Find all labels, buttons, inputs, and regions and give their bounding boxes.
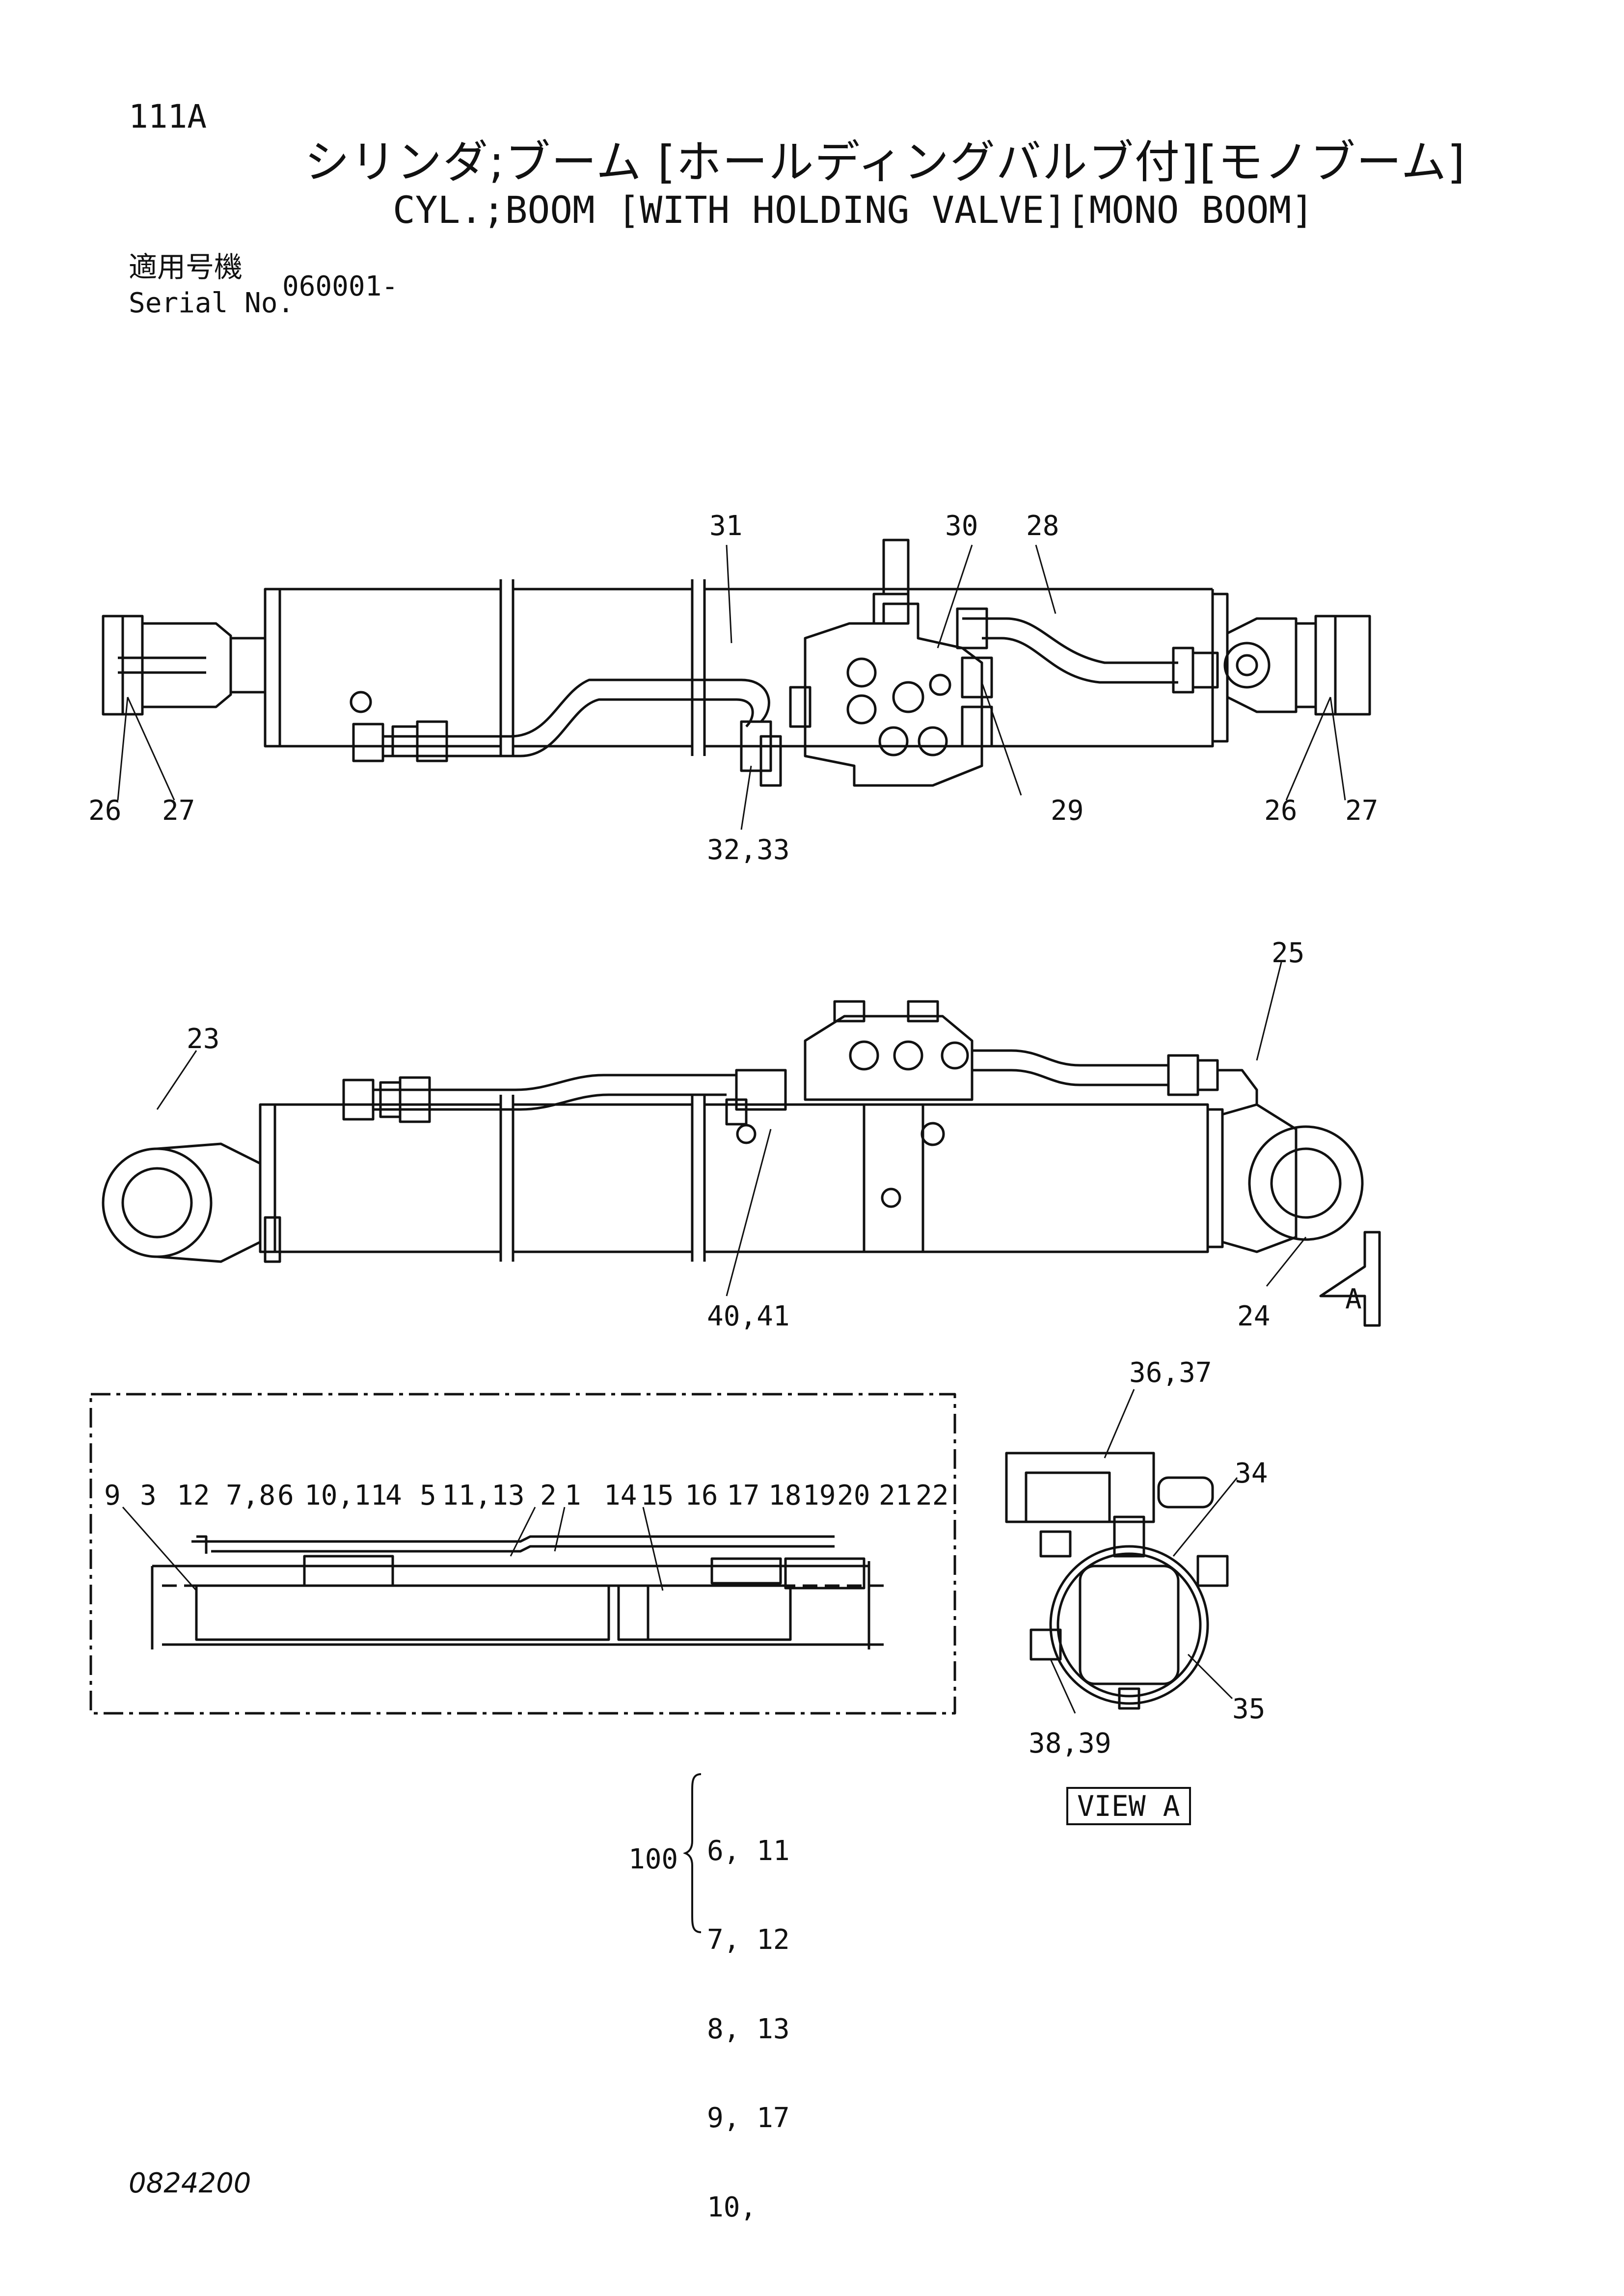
callout-23: 23 bbox=[187, 1023, 219, 1055]
cylinder-top-view bbox=[102, 539, 1371, 787]
callout-15: 15 bbox=[641, 1480, 674, 1512]
kit-brace bbox=[683, 1773, 702, 1933]
kit-item: 6, 11 bbox=[707, 1835, 790, 1867]
callout-35: 35 bbox=[1232, 1693, 1265, 1725]
callout-27-left: 27 bbox=[162, 795, 195, 827]
document-number: 0824200 bbox=[129, 2167, 251, 2199]
callout-29: 29 bbox=[1051, 795, 1083, 827]
title-english: CYL.;BOOM [WITH HOLDING VALVE][MONO BOOM… bbox=[393, 188, 1314, 232]
callout-2: 2 bbox=[540, 1480, 557, 1512]
serial-label-english: Serial No. bbox=[129, 287, 295, 319]
serial-value: 060001- bbox=[282, 270, 399, 302]
callout-19: 19 bbox=[803, 1480, 836, 1512]
callout-14: 14 bbox=[604, 1480, 637, 1512]
callout-21: 21 bbox=[879, 1480, 912, 1512]
callout-27-right: 27 bbox=[1345, 795, 1378, 827]
callout-9: 9 bbox=[104, 1480, 121, 1512]
view-a-arrow bbox=[1319, 1231, 1381, 1327]
callout-26-right: 26 bbox=[1264, 795, 1297, 827]
callout-18: 18 bbox=[768, 1480, 801, 1512]
callout-34: 34 bbox=[1235, 1458, 1268, 1489]
callout-17: 17 bbox=[727, 1480, 759, 1512]
serial-label-japanese: 適用号機 bbox=[129, 250, 243, 284]
callout-3: 3 bbox=[140, 1480, 157, 1512]
callout-12: 12 bbox=[177, 1480, 210, 1512]
kit-item: 9, 17 bbox=[707, 2102, 790, 2134]
kit-items: 6, 11 7, 12 8, 13 9, 17 10, bbox=[707, 1777, 790, 2252]
callout-22: 22 bbox=[916, 1480, 948, 1512]
callout-26-left: 26 bbox=[88, 795, 121, 827]
callout-20: 20 bbox=[837, 1480, 870, 1512]
callout-1: 1 bbox=[565, 1480, 581, 1512]
kit-item: 8, 13 bbox=[707, 2013, 790, 2045]
callout-40-41: 40,41 bbox=[707, 1300, 790, 1332]
callout-32-33: 32,33 bbox=[707, 834, 790, 866]
kit-number: 100 bbox=[628, 1843, 678, 1875]
view-a-arrow-label: A bbox=[1345, 1283, 1362, 1315]
callout-4: 4 bbox=[385, 1480, 402, 1512]
page-number: 111A bbox=[129, 98, 207, 135]
callout-28: 28 bbox=[1026, 510, 1059, 542]
callout-16: 16 bbox=[685, 1480, 718, 1512]
callout-5: 5 bbox=[420, 1480, 436, 1512]
callout-36-37: 36,37 bbox=[1129, 1357, 1212, 1389]
title-japanese: シリンダ;ブーム [ホールディングバルブ付][モノブーム] bbox=[304, 136, 1466, 189]
callout-7-8: 7,8 bbox=[226, 1480, 275, 1512]
view-a-label: VIEW A bbox=[1066, 1787, 1191, 1825]
kit-item: 10, bbox=[707, 2191, 757, 2223]
kit-item: 7, 12 bbox=[707, 1924, 790, 1956]
callout-24: 24 bbox=[1237, 1300, 1270, 1332]
callout-38-39: 38,39 bbox=[1029, 1728, 1111, 1759]
callout-11-13: 11,13 bbox=[442, 1480, 525, 1512]
callout-30: 30 bbox=[945, 510, 978, 542]
leader-lines bbox=[117, 544, 1346, 1714]
callout-31: 31 bbox=[709, 510, 742, 542]
callout-10-11: 10,11 bbox=[304, 1480, 387, 1512]
view-a-drawing bbox=[1005, 1452, 1229, 1710]
callout-25: 25 bbox=[1272, 937, 1304, 969]
section-view bbox=[89, 1393, 956, 1715]
cylinder-side-view bbox=[102, 1000, 1364, 1263]
callout-6: 6 bbox=[277, 1480, 294, 1512]
